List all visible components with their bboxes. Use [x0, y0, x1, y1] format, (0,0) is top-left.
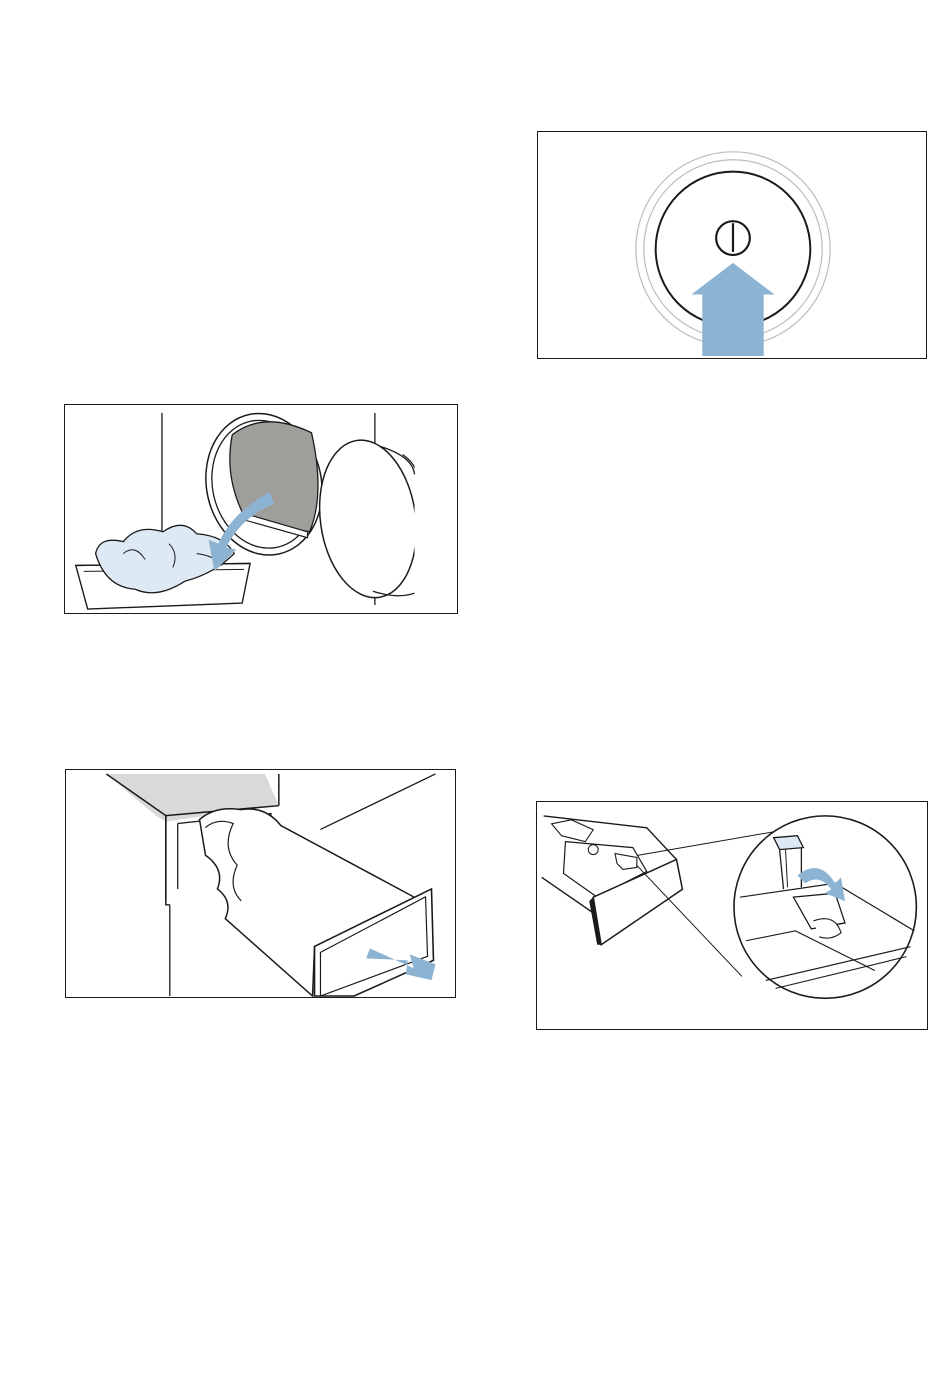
- figure-dispenser-insert: [536, 801, 928, 1030]
- figure-pull-drawer: [65, 769, 456, 998]
- figure-power-button: [537, 131, 927, 359]
- load-laundry-illustration: [65, 405, 457, 613]
- power-button-illustration: [538, 132, 926, 358]
- dispenser-insert-illustration: [537, 802, 927, 1029]
- figure-load-laundry: [64, 404, 458, 614]
- detergent-drawer-icon: [200, 809, 434, 996]
- pull-drawer-illustration: [66, 770, 455, 997]
- detail-magnifier: [734, 816, 916, 998]
